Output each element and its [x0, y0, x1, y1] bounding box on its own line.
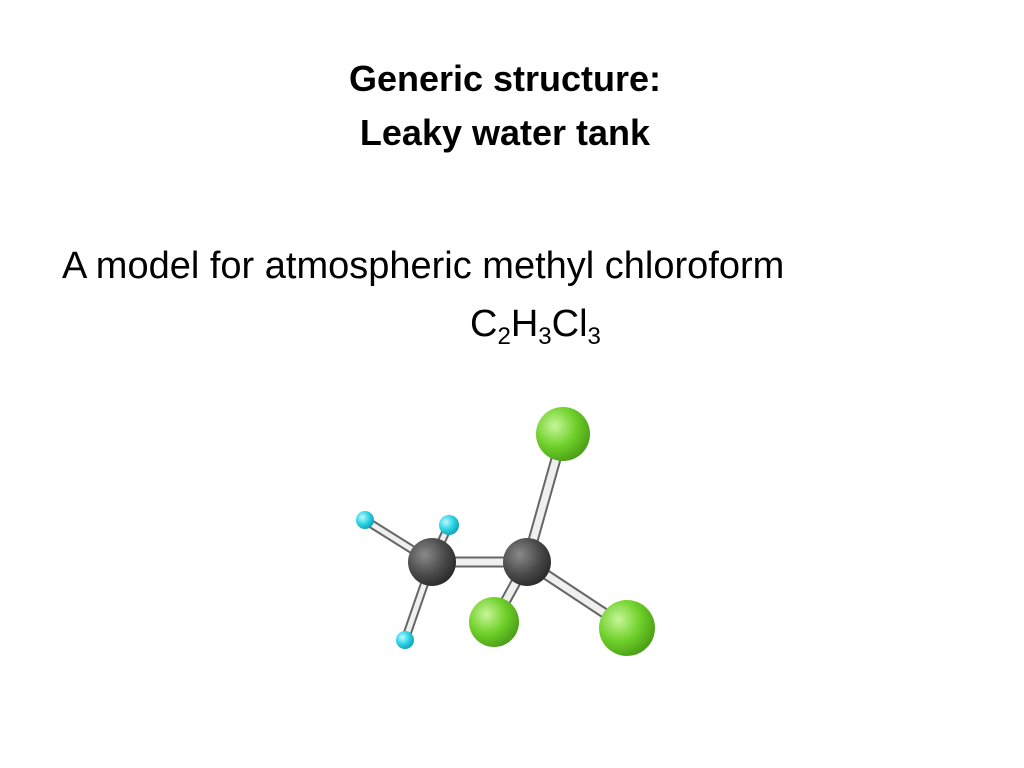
- chemical-formula: C2H3Cl3: [470, 298, 601, 350]
- slide-title: Generic structure: Leaky water tank: [0, 52, 1010, 160]
- hydrogen-atom-bottom: [396, 631, 414, 649]
- molecule-ball-and-stick-model: [356, 407, 655, 656]
- hydrogen-atom-top: [439, 515, 459, 535]
- formula-hydrogen-count: 3: [538, 323, 552, 350]
- chlorine-atom-front: [469, 597, 519, 647]
- title-line-2: Leaky water tank: [359, 112, 651, 153]
- slide-subtitle: A model for atmospheric methyl chlorofor…: [62, 245, 785, 287]
- formula-hydrogen: H: [510, 303, 539, 345]
- formula-chlorine-count: 3: [587, 323, 601, 350]
- hydrogen-atom-left: [356, 511, 374, 529]
- carbon-atom-2: [503, 538, 551, 586]
- chlorine-atom-top: [536, 407, 590, 461]
- formula-chlorine: Cl: [551, 303, 588, 345]
- formula-carbon: C: [470, 303, 498, 345]
- formula-carbon-count: 2: [497, 323, 511, 350]
- carbon-atom-1: [408, 538, 456, 586]
- chlorine-atom-right: [599, 600, 655, 656]
- title-line-1: Generic structure:: [348, 58, 662, 99]
